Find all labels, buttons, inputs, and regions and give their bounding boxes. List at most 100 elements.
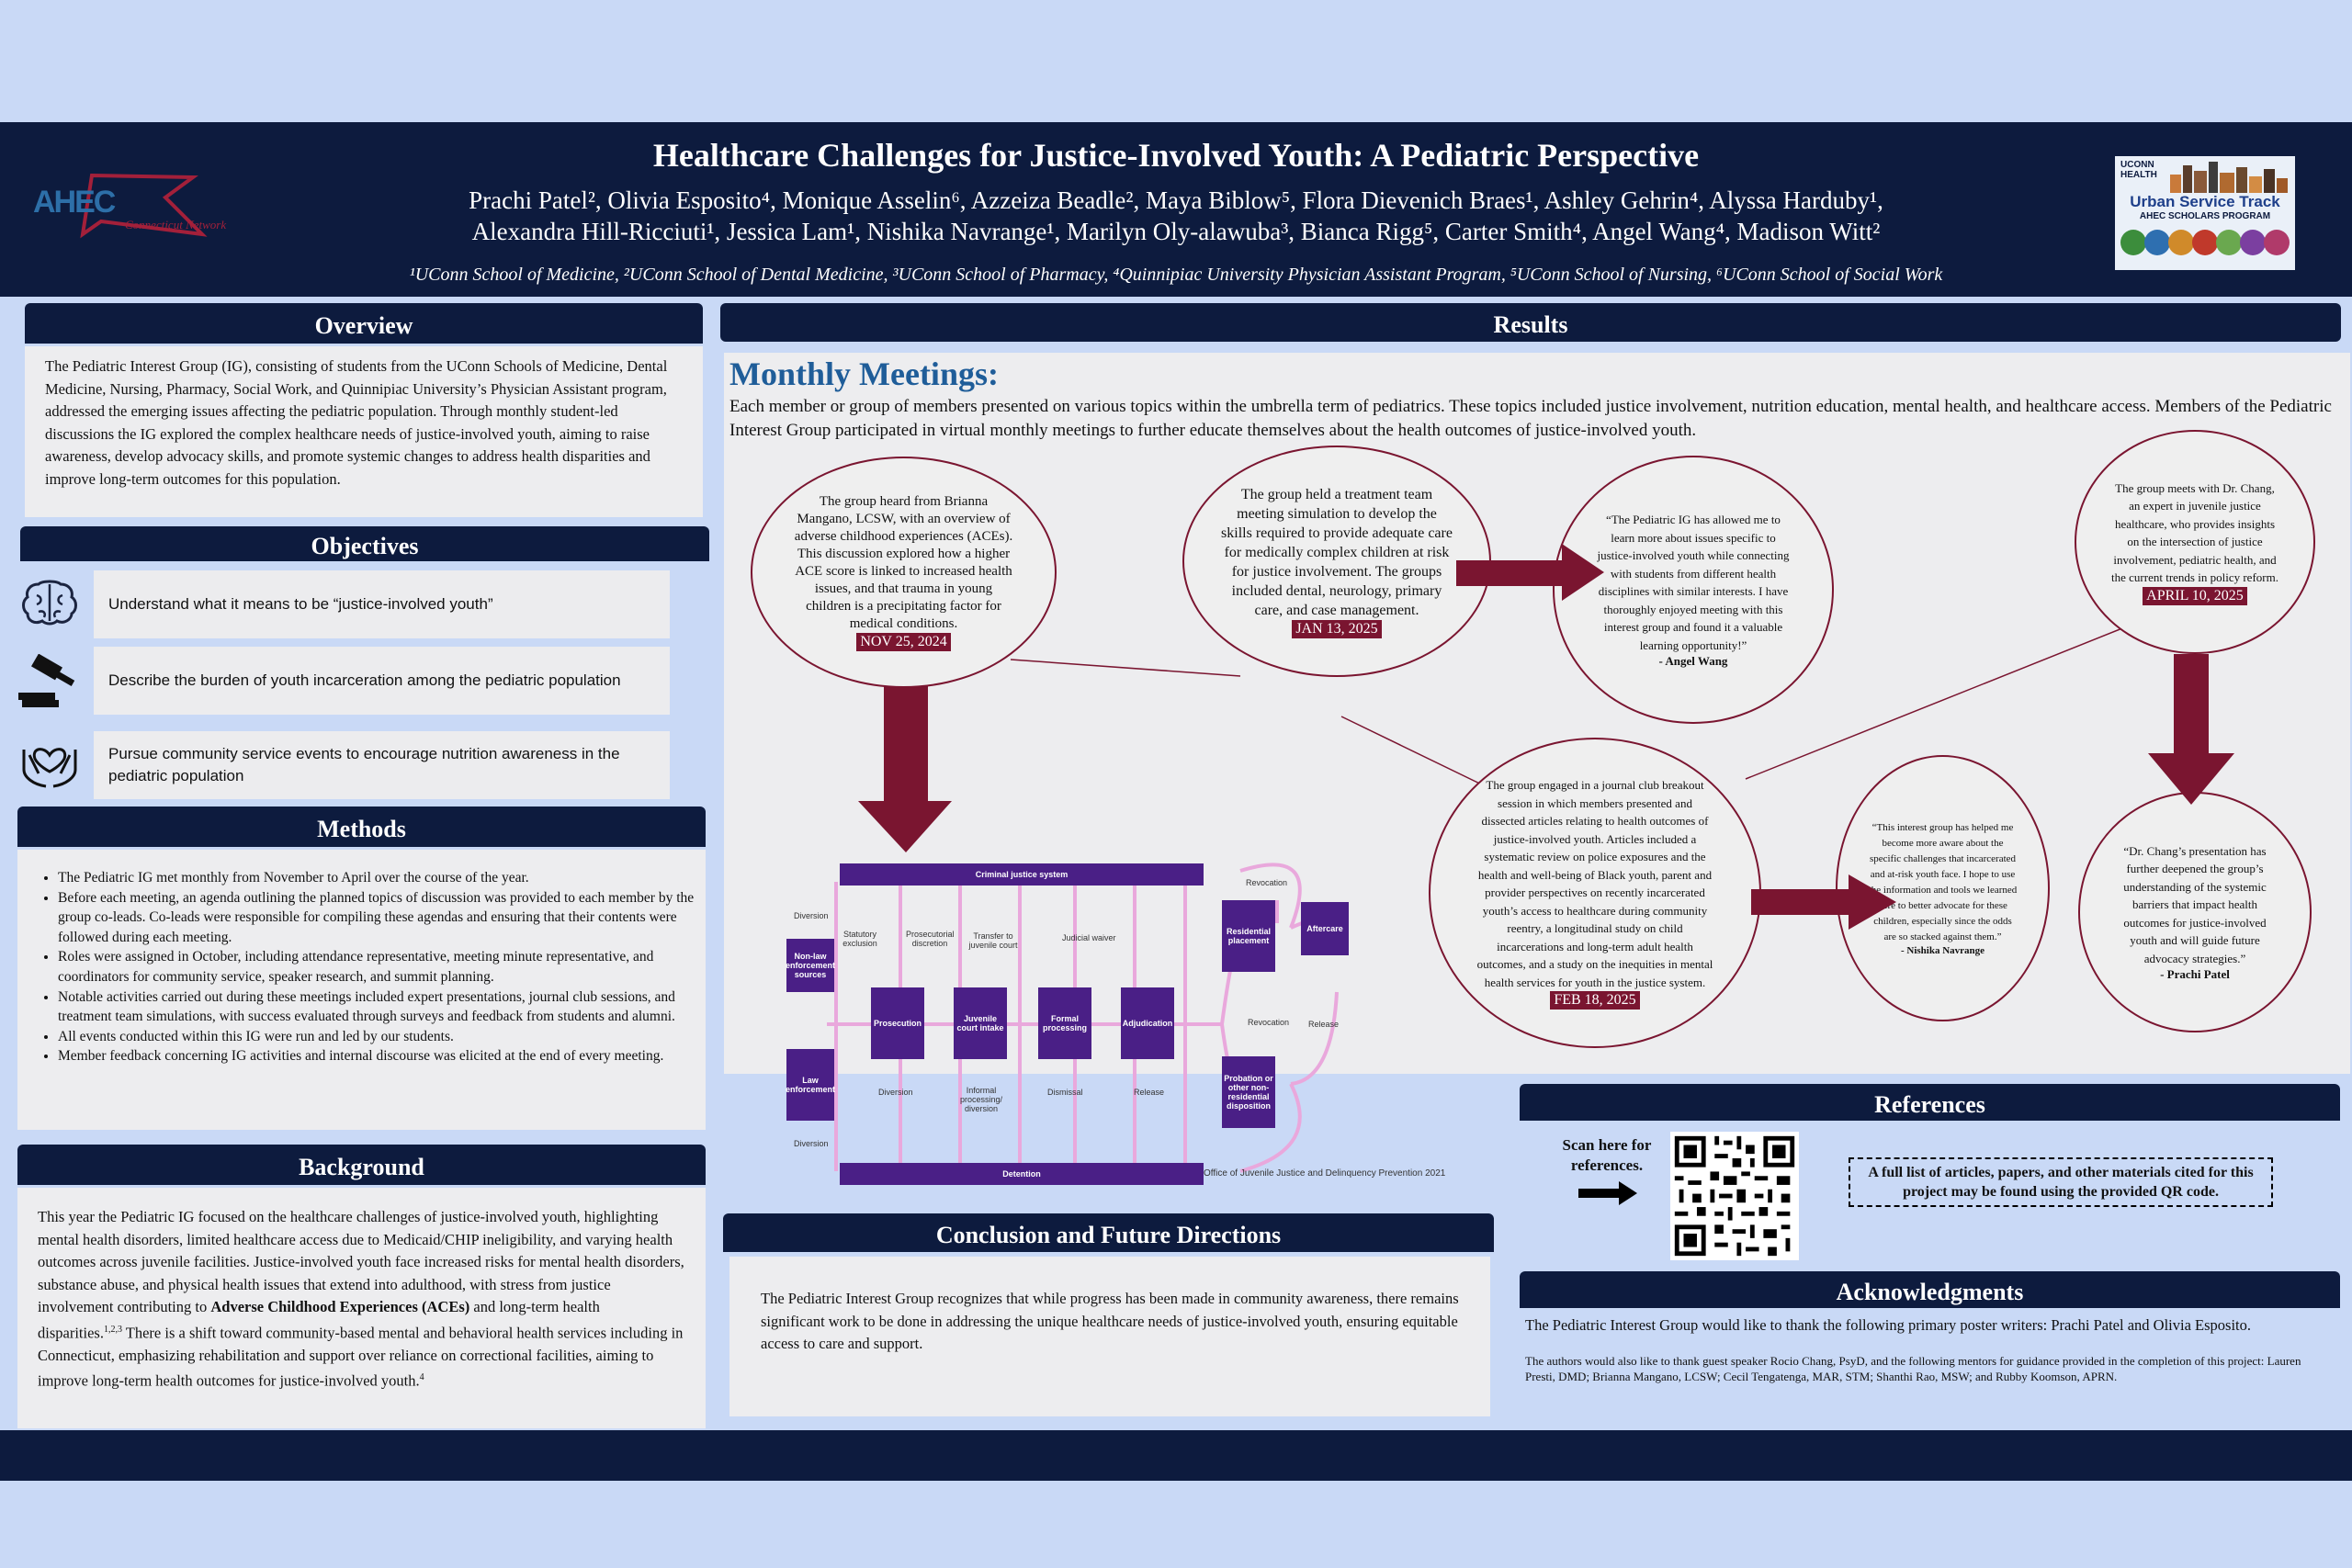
ahec-logo: AHEC Connecticut Network: [28, 170, 248, 243]
flowchart-box-nonlaw: Non-law enforcement sources: [786, 939, 835, 992]
meeting-jan-2025: The group held a treatment team meeting …: [1182, 446, 1491, 677]
uconn-health-label: UCONN HEALTH: [2120, 160, 2157, 180]
methods-item: Member feedback concerning IG activities…: [58, 1046, 706, 1066]
flowchart-source: Office of Juvenile Justice and Delinquen…: [1204, 1168, 1446, 1179]
overview-body: The Pediatric Interest Group (IG), consi…: [25, 346, 703, 517]
flowchart-criminal-justice-bar: Criminal justice system: [840, 863, 1204, 886]
flowchart-label-diversion-2: Diversion: [878, 1088, 913, 1097]
methods-item: Notable activities carried out during th…: [58, 987, 706, 1027]
poster-header: [0, 122, 2352, 297]
background-citation-1: 1,2,3: [103, 1324, 122, 1335]
conclusion-heading: Conclusion and Future Directions: [723, 1213, 1494, 1252]
brain-icon: [20, 577, 79, 633]
flowchart-box-residential: Residential placement: [1222, 900, 1275, 972]
flowchart-box-law: Law enforcement: [786, 1049, 835, 1121]
references-scan-label: Scan here for references.: [1562, 1136, 1652, 1174]
arrow-right-feb: [1751, 874, 1896, 930]
meeting-jan-date: JAN 13, 2025: [1292, 619, 1382, 638]
flowchart-label-release-1: Release: [1308, 1020, 1340, 1029]
results-heading: Results: [720, 303, 2341, 342]
quote-wang-author: - Angel Wang: [1658, 654, 1728, 668]
methods-item: Roles were assigned in October, includin…: [58, 947, 706, 987]
meeting-feb-date: FEB 18, 2025: [1550, 991, 1640, 1010]
meeting-nov-date: NOV 25, 2024: [856, 633, 951, 651]
background-text-2: and long-term health disparities.: [38, 1298, 600, 1341]
meeting-apr-2025: The group meets with Dr. Chang, an exper…: [2075, 430, 2315, 654]
meeting-jan-text: The group held a treatment team meeting …: [1221, 486, 1453, 618]
ahec-logo-text: AHEC: [33, 185, 116, 220]
meeting-apr-text: The group meets with Dr. Chang, an exper…: [2111, 480, 2278, 585]
meeting-nov-text: The group heard from Brianna Mangano, LC…: [794, 494, 1013, 631]
qr-code-icon: [1670, 1132, 1799, 1260]
urban-service-track-logo: UCONN HEALTH Urban Service Track AHEC SC…: [2115, 156, 2295, 270]
quote-patel-text: “Dr. Chang’s presentation has further de…: [2123, 843, 2267, 965]
acknowledgments-heading: Acknowledgments: [1520, 1271, 2340, 1308]
ahec-scholars-label: AHEC SCHOLARS PROGRAM: [2139, 211, 2271, 221]
arrow-down-nov: [858, 686, 952, 852]
poster-footer: [0, 1430, 2352, 1481]
quote-navrange-author: - Nishika Navrange: [1900, 945, 1985, 956]
quote-angel-wang: “The Pediatric IG has allowed me to lear…: [1553, 456, 1834, 724]
flowchart-box-prosecution: Prosecution: [871, 987, 924, 1059]
overview-heading: Overview: [25, 303, 703, 344]
meeting-apr-date: APRIL 10, 2025: [2143, 586, 2247, 605]
meeting-nov-2024: The group heard from Brianna Mangano, LC…: [751, 457, 1057, 688]
meeting-feb-text: The group engaged in a journal club brea…: [1476, 778, 1713, 989]
juvenile-justice-flowchart: Criminal justice system Detention Non-la…: [781, 854, 1470, 1199]
quote-prachi-patel: “Dr. Chang’s presentation has further de…: [2078, 792, 2312, 1032]
arrow-down-apr: [2148, 654, 2234, 805]
flowchart-label-revocation-1: Revocation: [1246, 878, 1288, 887]
methods-list: The Pediatric IG met monthly from Novemb…: [17, 868, 706, 1066]
flowchart-box-formal: Formal processing: [1038, 987, 1091, 1059]
flowchart-label-informal: Informal processing/ diversion: [959, 1086, 1003, 1113]
references-heading: References: [1520, 1084, 2340, 1121]
quote-navrange-text: “This interest group has helped me becom…: [1868, 822, 2018, 942]
ahec-logo-mark: [80, 173, 208, 239]
flowchart-label-statutory: Statutory exclusion: [842, 930, 877, 948]
monthly-meetings-subheading: Monthly Meetings:: [729, 355, 999, 392]
heart-hands-icon: [18, 728, 81, 795]
results-intro: Each member or group of members presente…: [729, 397, 2332, 440]
city-skyline-icon: [2170, 162, 2288, 193]
gavel-icon: [17, 653, 83, 716]
background-text-1: This year the Pediatric IG focused on th…: [38, 1208, 684, 1315]
flowchart-label-waiver: Judicial waiver: [1062, 933, 1116, 942]
flowchart-box-intake: Juvenile court intake: [954, 987, 1007, 1059]
acknowledgments-line-1: The Pediatric Interest Group would like …: [1525, 1316, 2251, 1334]
background-aces-bold: Adverse Childhood Experiences (ACEs): [210, 1298, 470, 1315]
arrow-right-jan: [1456, 544, 1604, 601]
objective-item-3: Pursue community service events to encou…: [94, 731, 670, 799]
program-circles-icon: [2120, 230, 2290, 255]
conclusion-body: The Pediatric Interest Group recognizes …: [729, 1257, 1490, 1416]
poster-title: Healthcare Challenges for Justice-Involv…: [652, 137, 1700, 174]
flowchart-label-revocation-2: Revocation: [1248, 1018, 1290, 1027]
flowchart-label-dismissal: Dismissal: [1047, 1088, 1083, 1097]
meeting-feb-2025: The group engaged in a journal club brea…: [1429, 738, 1761, 1048]
flowchart-box-adjudication: Adjudication: [1121, 987, 1174, 1059]
methods-body: The Pediatric IG met monthly from Novemb…: [17, 850, 706, 1130]
objectives-heading: Objectives: [20, 526, 709, 561]
ahec-logo-subtext: Connecticut Network: [125, 218, 227, 231]
scan-arrow-icon: [1578, 1179, 1639, 1212]
methods-heading: Methods: [17, 807, 706, 847]
background-text-3: There is a shift toward community-based …: [38, 1324, 684, 1390]
flowchart-label-prosecutorial: Prosecutorial discretion: [906, 930, 955, 948]
flowchart-label-diversion-1: Diversion: [794, 911, 829, 920]
references-note: A full list of articles, papers, and oth…: [1849, 1157, 2273, 1207]
flowchart-label-release-2: Release: [1134, 1088, 1165, 1097]
background-citation-2: 4: [419, 1372, 424, 1382]
methods-item: Before each meeting, an agenda outlining…: [58, 888, 706, 948]
flowchart-label-diversion-3: Diversion: [794, 1139, 829, 1148]
urban-service-track-title: Urban Service Track: [2130, 193, 2280, 210]
authors-line-2: Alexandra Hill-Ricciuti¹, Jessica Lam¹, …: [471, 218, 1881, 245]
objective-item-2: Describe the burden of youth incarcerati…: [94, 647, 670, 715]
quote-wang-text: “The Pediatric IG has allowed me to lear…: [1597, 513, 1790, 652]
references-qr-code[interactable]: [1670, 1132, 1799, 1260]
background-body: This year the Pediatric IG focused on th…: [17, 1188, 706, 1428]
flowchart-detention-bar: Detention: [840, 1163, 1204, 1185]
flowchart-label-transfer: Transfer to juvenile court: [968, 931, 1018, 950]
methods-item: The Pediatric IG met monthly from Novemb…: [58, 868, 706, 888]
objective-item-1: Understand what it means to be “justice-…: [94, 570, 670, 638]
